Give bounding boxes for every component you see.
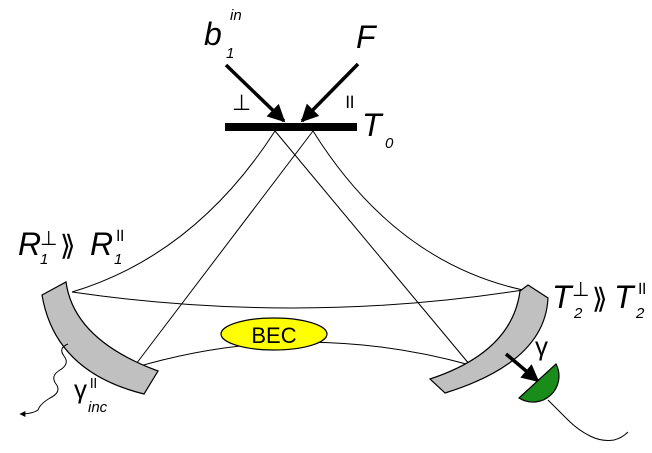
f-beam xyxy=(300,62,360,123)
bec-label: BEC xyxy=(251,323,296,348)
gamma-inc-sup: ॥ xyxy=(88,375,98,392)
t2-left-sub: 2 xyxy=(573,305,583,322)
r1-left-sup: ⊥ xyxy=(40,228,57,250)
gamma-inc-sub: inc xyxy=(88,399,108,416)
r1-right-sup: ॥ xyxy=(114,225,125,245)
t0-sub-label: 0 xyxy=(385,135,394,152)
r1-right-label: R xyxy=(90,226,113,262)
t0-label: T xyxy=(362,107,384,143)
much-greater-left: ⟫ xyxy=(60,230,76,261)
t2-right-sub: 2 xyxy=(635,305,645,322)
perp-mark: ⊥ xyxy=(232,90,251,115)
detector-wire xyxy=(547,399,629,441)
gamma-inc-arrow xyxy=(19,343,69,417)
r1-left-label: R xyxy=(18,226,41,262)
gamma-inc-label: γ xyxy=(74,374,87,404)
much-greater-right: ⟫ xyxy=(592,283,608,314)
right-mirror xyxy=(428,284,549,394)
par-mark: ॥ xyxy=(343,91,355,113)
r1-right-sub: 1 xyxy=(114,251,122,268)
t2-right-label: T xyxy=(614,279,636,315)
b-in-beam xyxy=(224,63,286,123)
detector xyxy=(518,363,560,403)
left-mirror xyxy=(41,281,159,395)
bec-ellipse xyxy=(220,317,328,351)
input-mirror xyxy=(225,123,357,131)
t2-right-sup: ॥ xyxy=(636,278,647,298)
b-sub-label: 1 xyxy=(226,45,234,62)
gamma-out-label: γ xyxy=(535,331,548,361)
b-sup-label: in xyxy=(230,7,242,24)
t2-left-label: T xyxy=(552,279,574,315)
r1-left-sub: 1 xyxy=(40,251,48,268)
f-label: F xyxy=(356,19,378,55)
t2-left-sup: ⊥ xyxy=(572,279,589,301)
b-label: b xyxy=(204,16,222,52)
gamma-out-arrow xyxy=(504,352,540,383)
